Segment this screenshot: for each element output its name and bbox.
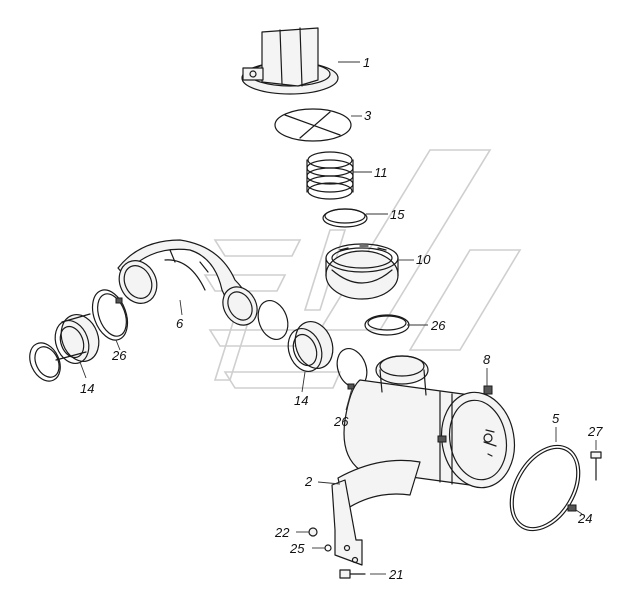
callout-labels: 1 3 11 15 10 26 6 26 14 14 26 8 5 27 2 2… [80, 55, 603, 582]
callout-5: 5 [552, 411, 560, 426]
part-15-clamp-ring [322, 208, 368, 228]
part-1-intake-hood [241, 27, 339, 95]
callout-26: 26 [430, 318, 446, 333]
part-10-inlet-cap [325, 243, 399, 300]
part-5-band-clamp [509, 444, 581, 532]
callout-6: 6 [176, 316, 184, 331]
callout-27: 27 [587, 424, 603, 439]
leader-lines [79, 61, 597, 575]
callout-14: 14 [80, 381, 94, 396]
callout-1: 1 [363, 55, 370, 70]
callout-3: 3 [364, 108, 372, 123]
part-27-bolt [590, 451, 602, 481]
part-25-washer [324, 544, 332, 552]
callout-10: 10 [416, 252, 431, 267]
part-3-gasket [274, 108, 352, 142]
callout-2: 2 [304, 474, 313, 489]
part-14-sleeve-middle [287, 321, 334, 372]
part-21-bolt [339, 569, 366, 579]
callout-8: 8 [483, 352, 491, 367]
part-26-clamp-left [91, 289, 129, 341]
callout-21: 21 [388, 567, 403, 582]
callout-26: 26 [111, 348, 127, 363]
callout-11: 11 [374, 165, 388, 180]
mounting-bracket [331, 479, 363, 566]
callout-24: 24 [577, 511, 592, 526]
part-6-elbow-pipe [117, 239, 258, 326]
callout-25: 25 [289, 541, 305, 556]
part-8-filter-housing [343, 355, 516, 489]
callout-14: 14 [294, 393, 308, 408]
part-14-sleeve-left [54, 313, 100, 364]
part-14-ring-left [29, 342, 61, 382]
callout-22: 22 [274, 525, 290, 540]
callout-26: 26 [333, 414, 349, 429]
part-22-nut [308, 527, 318, 537]
part-11-bellows [306, 151, 354, 200]
part-2-heat-shield [337, 459, 421, 511]
callout-15: 15 [390, 207, 405, 222]
